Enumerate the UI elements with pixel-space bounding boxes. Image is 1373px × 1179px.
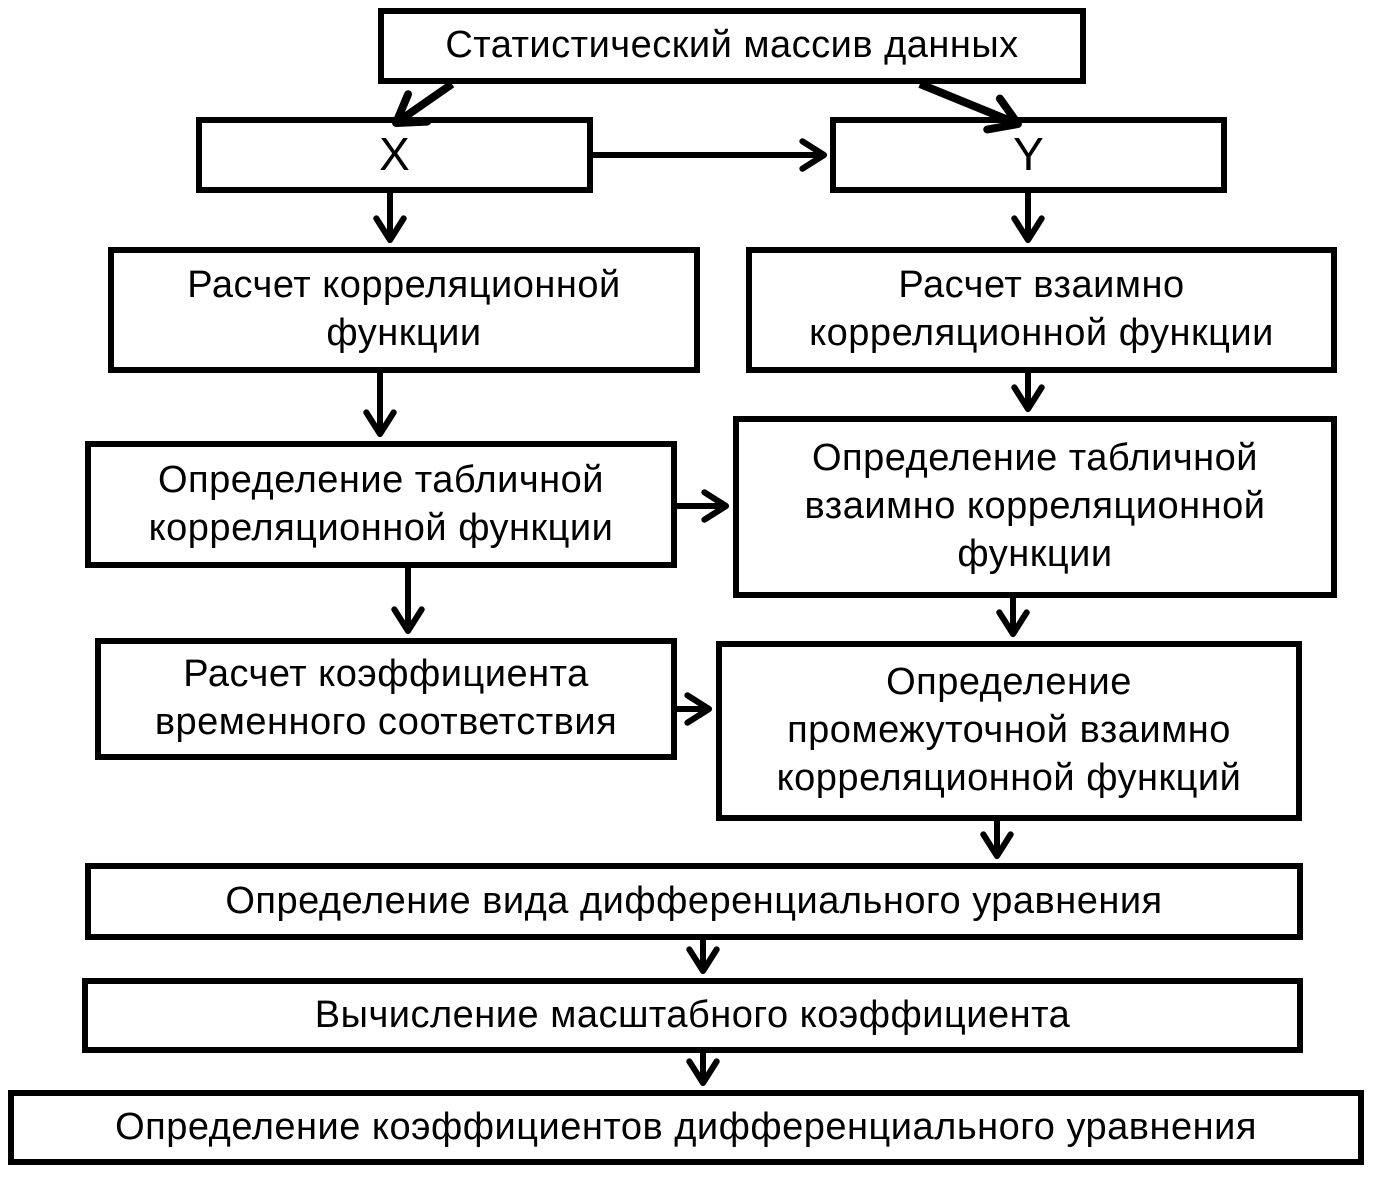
node-time-correspondence-coefficient: Расчет коэффициента временного соответст… — [95, 638, 677, 760]
node-x-series: X — [196, 117, 593, 193]
node-tabular-cross-correlation-function: Определение табличной взаимно корреляцио… — [733, 416, 1337, 598]
node-differential-equation-type: Определение вида дифференциального уравн… — [85, 863, 1303, 940]
node-tabular-correlation-function: Определение табличной корреляционной фун… — [85, 441, 677, 568]
node-differential-equation-coefficients: Определение коэффициентов дифференциальн… — [8, 1090, 1364, 1165]
node-calc-correlation-function: Расчет корреляционной функции — [108, 247, 700, 373]
node-scale-coefficient: Вычисление масштабного коэффициента — [82, 978, 1303, 1053]
node-y-series: Y — [830, 117, 1227, 193]
node-calc-cross-correlation-function: Расчет взаимно корреляционной функции — [746, 247, 1337, 373]
node-statistical-data-array: Статистический массив данных — [378, 8, 1086, 84]
node-intermediate-cross-correlation: Определение промежуточной взаимно коррел… — [716, 641, 1302, 821]
